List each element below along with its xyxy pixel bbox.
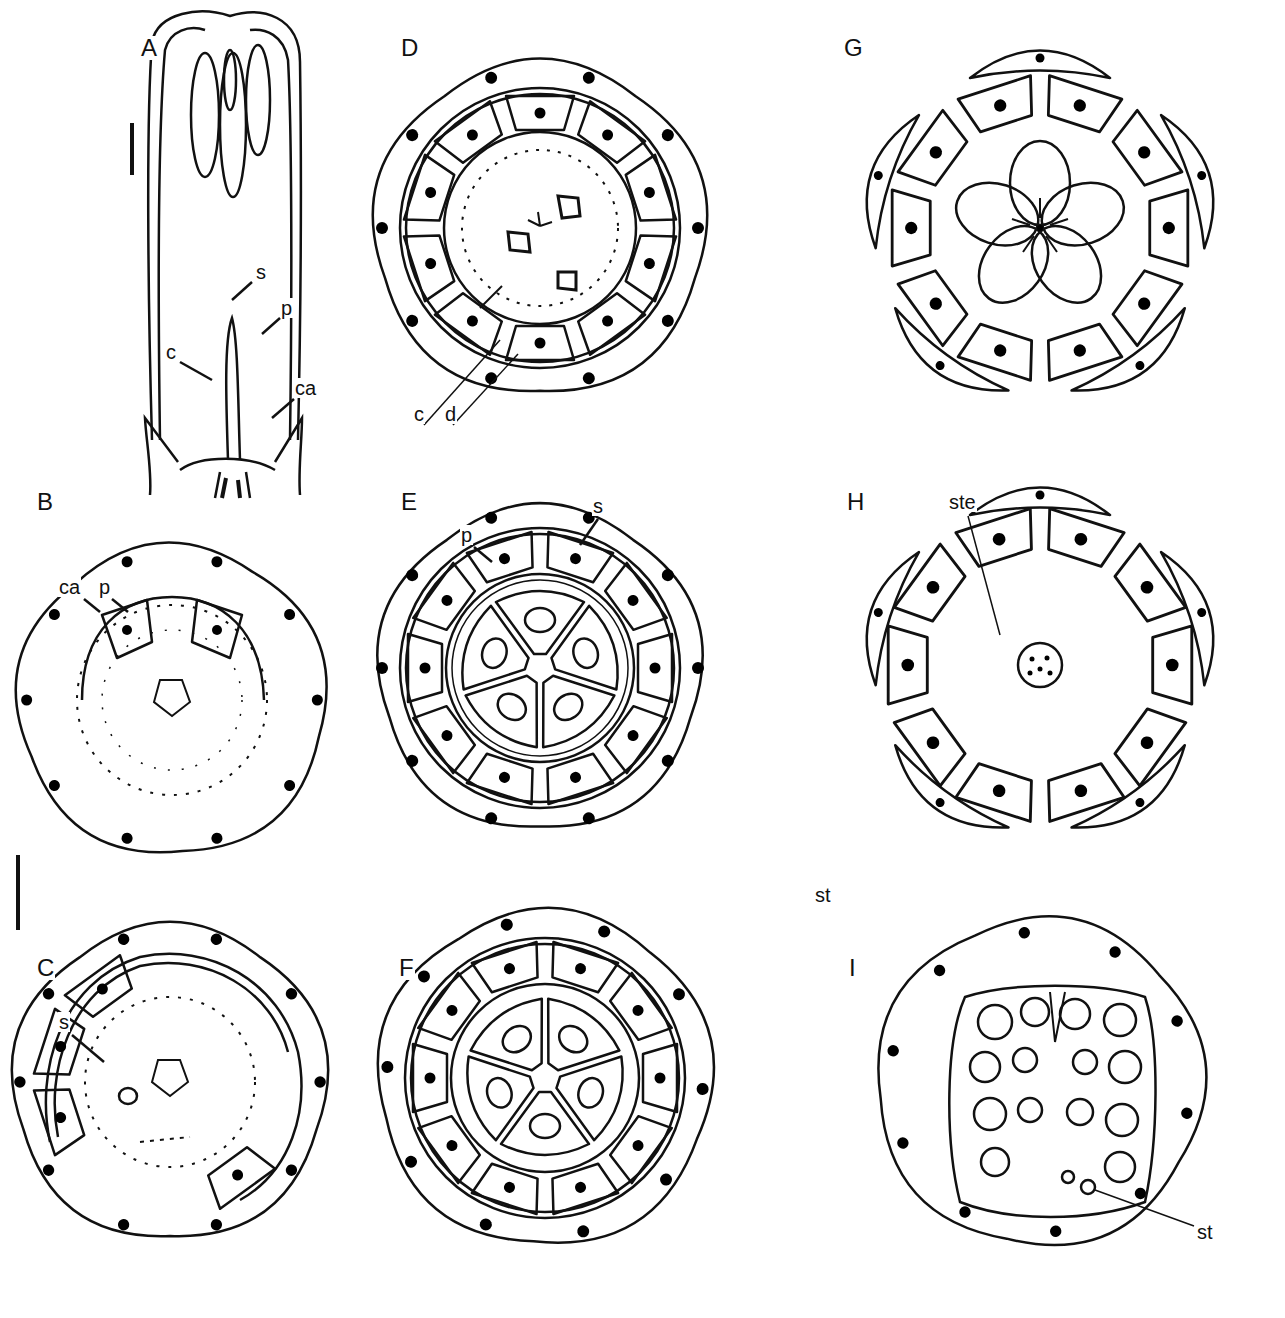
part-label: ca	[58, 577, 81, 597]
part-label: d	[444, 404, 457, 424]
part-label: c	[413, 404, 425, 424]
part-label: p	[280, 298, 293, 318]
part-label: ste	[948, 492, 977, 512]
panel-letter: E	[400, 490, 418, 514]
panel-letter: F	[398, 956, 415, 980]
panel-letter: H	[846, 490, 865, 514]
panel-letter: B	[36, 490, 54, 514]
part-label: p	[460, 525, 473, 545]
part-label: ca	[294, 378, 317, 398]
part-label: st	[1196, 1222, 1214, 1242]
part-label: s	[592, 496, 604, 516]
part-label: s	[255, 262, 267, 282]
panel-letter: C	[36, 956, 55, 980]
part-label: c	[165, 342, 177, 362]
panel-letter: D	[400, 36, 419, 60]
panel-letter: A	[140, 36, 158, 60]
part-label: s	[58, 1012, 70, 1032]
panel-letter: G	[843, 36, 864, 60]
part-label: p	[98, 577, 111, 597]
part-label: st	[814, 885, 832, 905]
panel-letter: I	[848, 956, 857, 980]
